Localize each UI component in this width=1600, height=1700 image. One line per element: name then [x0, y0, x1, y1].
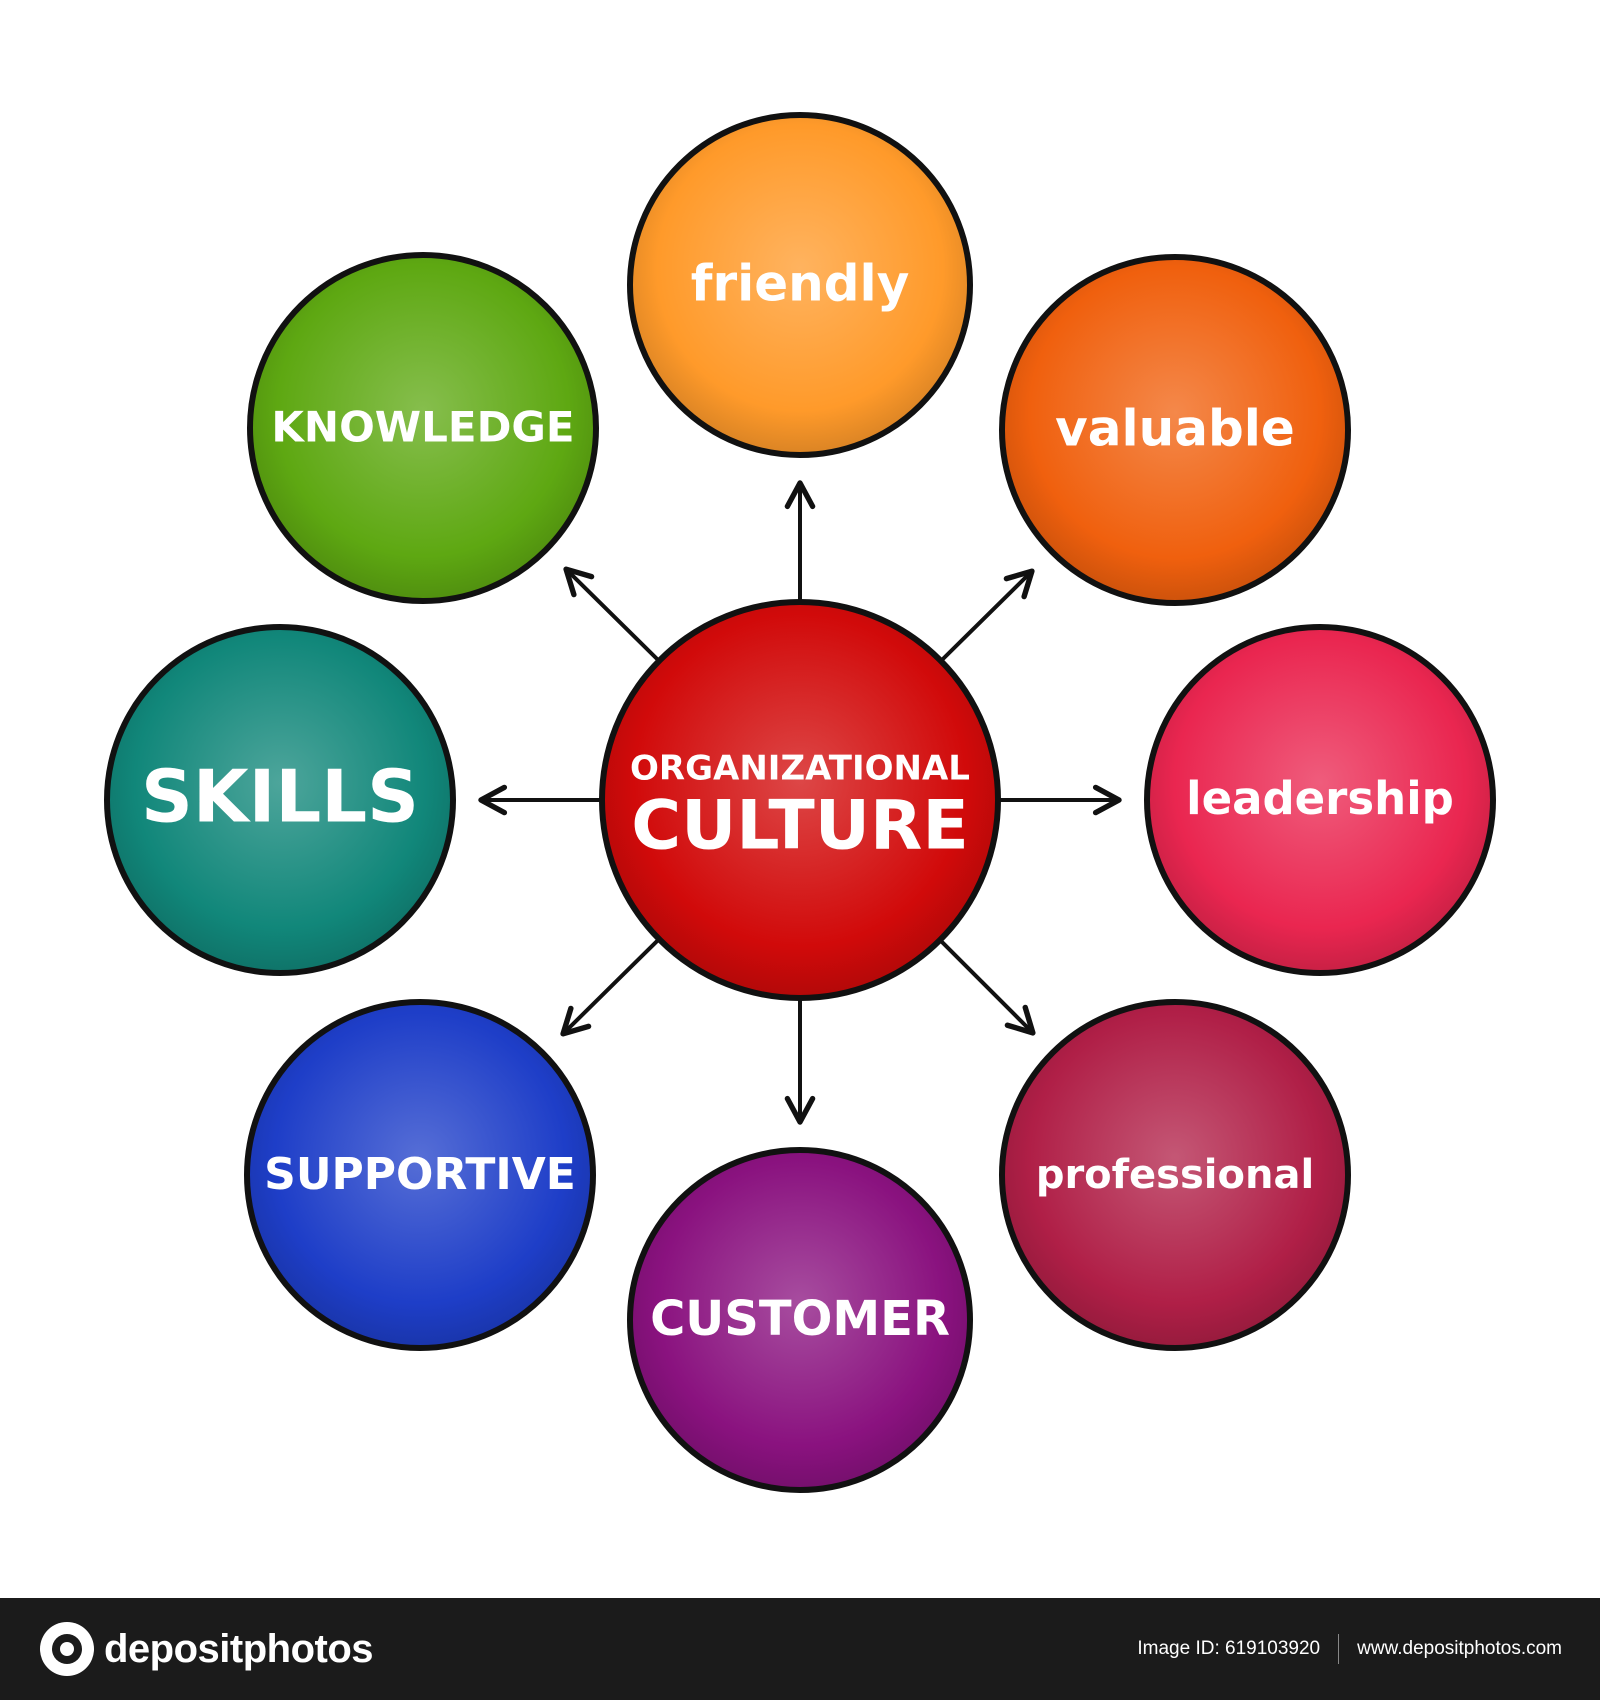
node-skills: SKILLS	[104, 624, 456, 976]
center-title-line2: CULTURE	[631, 787, 969, 866]
node-label-skills: SKILLS	[141, 755, 419, 839]
footer-divider	[1338, 1634, 1340, 1664]
center-node: ORGANIZATIONAL CULTURE	[599, 599, 1001, 1001]
node-circle-customer	[627, 1147, 973, 1493]
node-circle-professional	[999, 999, 1351, 1351]
node-circle-skills	[104, 624, 456, 976]
node-label-professional: professional	[1036, 1152, 1314, 1198]
arrow-to-knowledge	[563, 566, 664, 666]
connector-arrows	[478, 480, 1122, 1125]
arrow-to-professional	[935, 935, 1036, 1036]
center-circle	[599, 599, 1001, 1001]
brand-name: depositphotos	[104, 1626, 374, 1671]
image-id: Image ID: 619103920	[1137, 1638, 1321, 1659]
node-circle-leadership	[1144, 624, 1496, 976]
image-meta: Image ID: 619103920 www.depositphotos.co…	[1137, 1634, 1562, 1664]
node-circle-supportive	[244, 999, 596, 1351]
arrow-to-valuable	[936, 568, 1035, 666]
node-knowledge: KNOWLEDGE	[247, 252, 599, 604]
footer-bar: depositphotos Image ID: 619103920 www.de…	[0, 1598, 1600, 1700]
node-label-valuable: valuable	[1055, 400, 1295, 458]
node-circle-friendly	[627, 112, 973, 458]
mind-map-diagram: friendlyvaluableleadershipprofessionalCU…	[104, 112, 1496, 1493]
brand: depositphotos	[40, 1622, 374, 1676]
node-valuable: valuable	[999, 254, 1351, 606]
center-title-line1: ORGANIZATIONAL	[630, 749, 970, 789]
site-url: www.depositphotos.com	[1357, 1638, 1562, 1659]
node-label-knowledge: KNOWLEDGE	[271, 403, 574, 452]
node-circle-knowledge	[247, 252, 599, 604]
node-label-friendly: friendly	[691, 255, 910, 313]
topic-nodes: friendlyvaluableleadershipprofessionalCU…	[104, 112, 1496, 1493]
camera-logo-icon	[40, 1622, 94, 1676]
node-friendly: friendly	[627, 112, 973, 458]
node-label-supportive: SUPPORTIVE	[264, 1149, 576, 1200]
node-leadership: leadership	[1144, 624, 1496, 976]
node-supportive: SUPPORTIVE	[244, 999, 596, 1351]
node-circle-valuable	[999, 254, 1351, 606]
node-customer: CUSTOMER	[627, 1147, 973, 1493]
node-label-customer: CUSTOMER	[650, 1291, 950, 1347]
node-professional: professional	[999, 999, 1351, 1351]
arrow-to-supportive	[560, 934, 664, 1037]
node-label-leadership: leadership	[1186, 772, 1454, 825]
